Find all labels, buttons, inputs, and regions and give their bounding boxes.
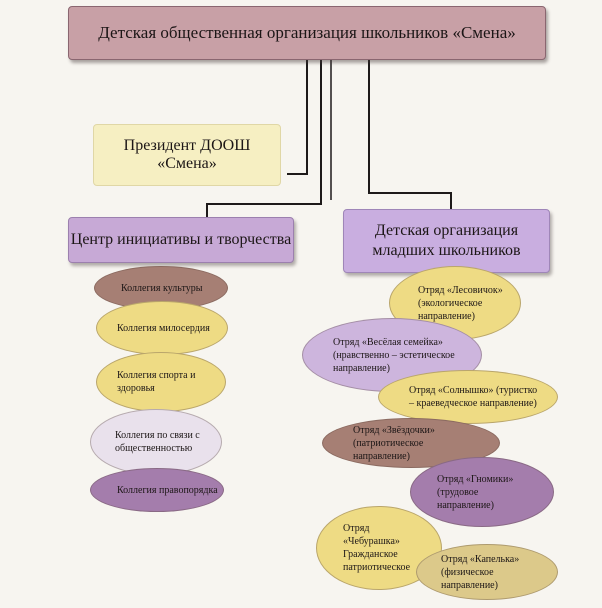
detachment-gnomiki: Отряд «Гномики» (трудовое направление): [410, 457, 554, 527]
detachment-gnomiki-label: Отряд «Гномики» (трудовое направление): [437, 473, 514, 511]
center-title: Центр инициативы и творчества: [70, 231, 292, 248]
junior-org-box: Детская организация младших школьников: [343, 209, 550, 273]
organization-title: Детская общественная организация школьни…: [68, 6, 546, 60]
president-text: Президент ДООШ «Смена»: [123, 137, 251, 172]
collegium-order: Коллегия правопорядка: [90, 468, 224, 512]
collegium-culture-label: Коллегия культуры: [121, 282, 203, 294]
detachment-kapelka-label: Отряд «Капелька» (физическое направление…: [441, 553, 520, 591]
president-box: Президент ДООШ «Смена»: [93, 124, 281, 186]
detachment-solnyshko: Отряд «Солнышко» (туристко – краеведческ…: [378, 370, 558, 424]
collegium-public-label: Коллегия по связи с общественностью: [115, 430, 200, 454]
center-box: Центр инициативы и творчества: [68, 217, 294, 263]
junior-org-title: Детская организация младших школьников: [372, 222, 521, 259]
detachment-zvezdochki: Отряд «Звёздочки» (патриотическое направ…: [322, 418, 500, 468]
collegium-sport: Коллегия спорта и здоровья: [96, 352, 226, 412]
detachment-solnyshko-label: Отряд «Солнышко» (туристко – краеведческ…: [409, 385, 538, 409]
collegium-sport-label: Коллегия спорта и здоровья: [117, 370, 196, 394]
collegium-public: Коллегия по связи с общественностью: [90, 409, 222, 475]
detachment-kapelka: Отряд «Капелька» (физическое направление…: [416, 544, 558, 600]
detachment-zvezdochki-label: Отряд «Звёздочки» (патриотическое направ…: [353, 424, 435, 462]
detachment-veselaya-semeyka-label: Отряд «Весёлая семейка» (нравственно – э…: [333, 336, 455, 374]
connector-to-president: [287, 60, 308, 175]
organization-title-text: Детская общественная организация школьни…: [98, 23, 516, 42]
collegium-mercy: Коллегия милосердия: [96, 301, 228, 355]
connector-to-junior: [368, 60, 452, 209]
collegium-mercy-label: Коллегия милосердия: [117, 322, 210, 334]
connector-to-center: [206, 60, 322, 217]
detachment-cheburashka-label: Отряд «Чебурашка» Гражданское патриотиче…: [343, 523, 411, 573]
collegium-order-label: Коллегия правопорядка: [117, 484, 218, 496]
detachment-lesovichok-label: Отряд «Лесовичок» (экологическое направл…: [418, 284, 503, 322]
